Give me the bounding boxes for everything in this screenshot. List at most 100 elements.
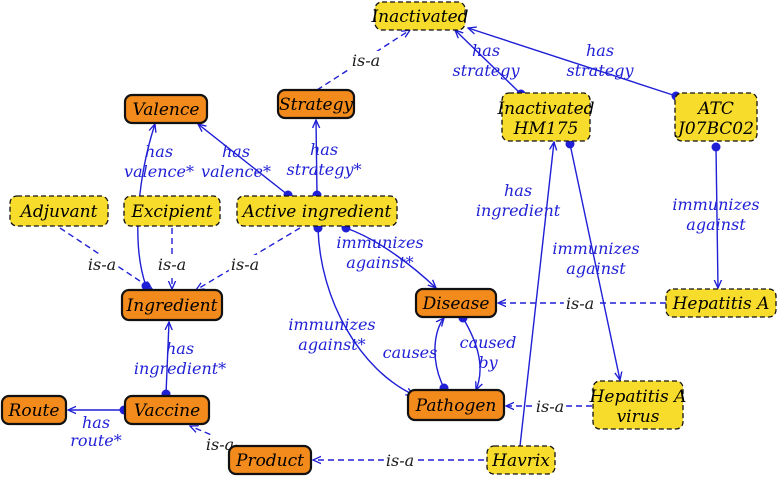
relation-edge-line [455, 30, 522, 95]
class-node-box [123, 394, 211, 426]
node-ingredient[interactable]: Ingredient [120, 288, 224, 322]
instance-node-box [9, 195, 109, 227]
edge-label: against* [346, 253, 413, 272]
instance-node-box [674, 92, 758, 142]
edge-label: strategy [452, 61, 520, 80]
instance-node-box [501, 92, 591, 142]
instance-node-box [374, 1, 466, 31]
edge-label-background [533, 397, 567, 416]
edge-label: has [166, 339, 194, 358]
edge-label: is-a [566, 294, 594, 313]
node-valence[interactable]: Valence [123, 93, 209, 125]
node-pathogen[interactable]: Pathogen [406, 388, 506, 422]
edge-label-background [155, 255, 189, 274]
edge-label: has [504, 181, 532, 200]
relation-edge-line [569, 143, 620, 380]
edge-label: has [586, 41, 614, 60]
relation-edge-line [716, 146, 718, 288]
node-label: Route [8, 401, 60, 421]
node-label: ATC [696, 99, 734, 119]
node-label: Adjuvant [19, 202, 98, 222]
node-label: Hepatitis A [589, 387, 687, 407]
edge-label: has [222, 142, 250, 161]
edge-label: immunizes [336, 233, 423, 252]
class-node-box [227, 444, 313, 476]
node-active-ingredient[interactable]: Active ingredient [236, 195, 398, 227]
edge-label-background [349, 51, 383, 70]
node-excipient[interactable]: Excipient [123, 195, 221, 227]
relation-edge-line [434, 318, 444, 389]
edge-label: valence* [124, 162, 194, 181]
relation-edge-line [345, 227, 436, 288]
node-label: Pathogen [415, 396, 497, 416]
instance-node-box [665, 288, 777, 318]
instance-node-box [236, 195, 398, 227]
edge-label-background [85, 255, 119, 274]
edge-label: route* [70, 431, 121, 450]
class-node-box [120, 288, 224, 322]
edge-label: is-a [352, 51, 380, 70]
node-label: Strategy [279, 95, 354, 115]
node-label: Havrix [491, 451, 550, 471]
node-label: Product [235, 451, 304, 471]
node-label-line2: HM175 [513, 119, 579, 139]
edge-label-background [203, 435, 237, 454]
relation-edge-line [317, 227, 414, 395]
node-route[interactable]: Route [0, 394, 68, 426]
relation-edge-line [517, 142, 554, 465]
edge-label: against [566, 259, 626, 278]
edge-labels-layer: is-ahasstrategyhasstrategyhasvalence*has… [70, 41, 760, 470]
edge-label-background [563, 294, 597, 313]
edge-label: is-a [536, 397, 564, 416]
edge-label: has [145, 142, 173, 161]
node-havrix[interactable]: Havrix [486, 445, 556, 475]
instance-node-box [123, 195, 221, 227]
node-adjuvant[interactable]: Adjuvant [9, 195, 109, 227]
node-label: Disease [422, 294, 490, 314]
edge-label: has [310, 140, 338, 159]
class-node-box [276, 88, 356, 120]
edge-label: is-a [88, 255, 116, 274]
node-label: Active ingredient [241, 202, 392, 222]
edge-origin-dot [711, 142, 721, 152]
node-label-line2: virus [617, 407, 660, 427]
node-inactivated[interactable]: Inactivated [370, 1, 469, 31]
node-label: Ingredient [126, 296, 218, 316]
node-strategy[interactable]: Strategy [276, 88, 356, 120]
node-vaccine[interactable]: Vaccine [123, 394, 211, 426]
edge-label: by [478, 353, 498, 372]
class-node-box [406, 388, 506, 422]
edge-label: against* [298, 335, 365, 354]
instance-node-box [592, 380, 684, 430]
edge-label: strategy [566, 61, 634, 80]
edge-atc-to-hepatitis_a [711, 142, 721, 289]
edge-label: has [472, 41, 500, 60]
edge-label: against [686, 215, 746, 234]
edge-label: is-a [386, 451, 414, 470]
relation-edge-line [316, 120, 317, 196]
class-node-box [0, 394, 68, 426]
edge-label: ingredient [476, 201, 561, 220]
edge-label: causes [383, 343, 438, 362]
node-label: Valence [133, 100, 200, 120]
node-hepatitis-a[interactable]: Hepatitis A [665, 288, 777, 318]
edge-label: ingredient* [134, 359, 226, 378]
edge-label: is-a [206, 435, 234, 454]
relation-edge-line [462, 317, 480, 390]
node-disease[interactable]: Disease [414, 287, 498, 319]
edge-label: immunizes [672, 195, 759, 214]
node-label: Inactivated [496, 99, 594, 119]
relation-edge-line [166, 322, 169, 395]
edge-label: is-a [158, 255, 186, 274]
edge-origin-dot [565, 139, 575, 149]
node-label-line2: J07BC02 [675, 119, 754, 139]
edge-label-background [228, 255, 262, 274]
edge-label: strategy* [286, 160, 361, 179]
node-label: Excipient [130, 202, 212, 222]
node-product[interactable]: Product [227, 444, 313, 476]
